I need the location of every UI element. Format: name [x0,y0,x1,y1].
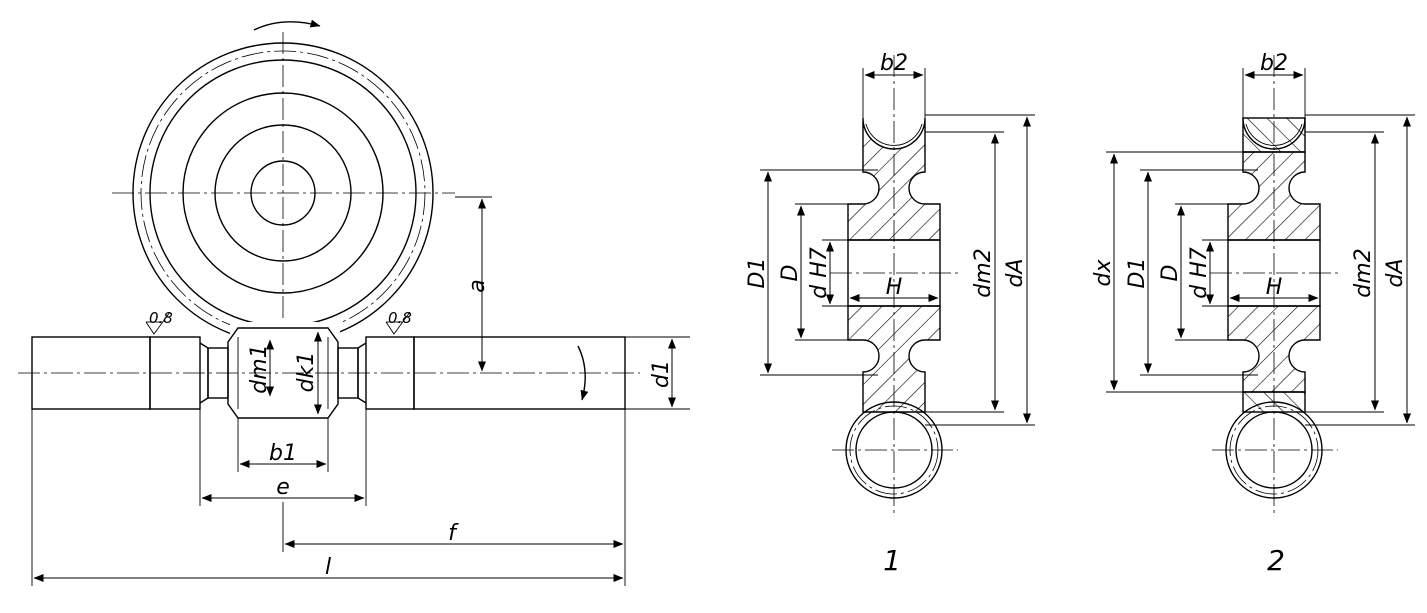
dimension-e: e [199,403,367,506]
roughness-symbol-left: 0.8 [145,309,173,335]
w2-H-label: H [1266,275,1283,300]
dimension-dk1: dk1 [294,331,322,415]
worm-shaft [18,322,640,422]
w2-dm2-label: dm2 [1351,248,1376,297]
wheel-section-1: b2 D1 D d H7 H dm2 dA 1 [745,51,1035,577]
dim-b1-label: b1 [269,441,297,466]
w1-dm2-label: dm2 [971,248,996,297]
dimension-l: l [31,409,626,586]
roughness-symbol-right: 0.8 [385,309,412,335]
wheel-section-2: b2 dx D1 D d H7 H dm2 dA 2 [1091,51,1415,577]
roughness-left-label: 0.8 [149,309,173,327]
w2-dA-label: dA [1383,258,1408,287]
rotation-arrow-shaft [577,345,589,401]
dim-e-label: e [276,475,290,500]
dimension-a: a [455,196,492,372]
w1-D1-label: D1 [745,258,770,289]
dim-dk1-label: dk1 [294,352,319,393]
w1-dA-label: dA [1003,258,1028,287]
w1-D-label: D [778,265,803,282]
dim-d1-label: d1 [649,360,674,388]
dim-l-label: l [325,555,331,580]
dim-f-label: f [448,521,459,546]
w2-D-label: D [1158,265,1183,282]
dimension-f: f [282,502,624,552]
dim-dm1-label: dm1 [247,344,272,393]
w2-dH7-label: d H7 [1187,247,1212,299]
w1-b2-label: b2 [880,51,908,76]
w2-dx-label: dx [1091,259,1116,287]
dim-a-label: a [465,279,490,292]
roughness-right-label: 0.8 [388,309,412,327]
rotation-arrow-wheel [253,19,321,31]
dimension-b1: b1 [237,418,329,472]
w2-D1-label: D1 [1125,258,1150,289]
w1-H-label: H [886,275,903,300]
wheel1-caption: 1 [883,544,901,577]
dimension-dm1: dm1 [247,339,274,397]
w2-b2-label: b2 [1260,51,1288,76]
worm-assembly-view: 0.8 0.8 a d1 dm1 dk1 [18,19,690,586]
wheel2-caption: 2 [1267,544,1285,577]
dimension-d1: d1 [625,336,690,410]
w1-dH7-label: d H7 [807,247,832,299]
